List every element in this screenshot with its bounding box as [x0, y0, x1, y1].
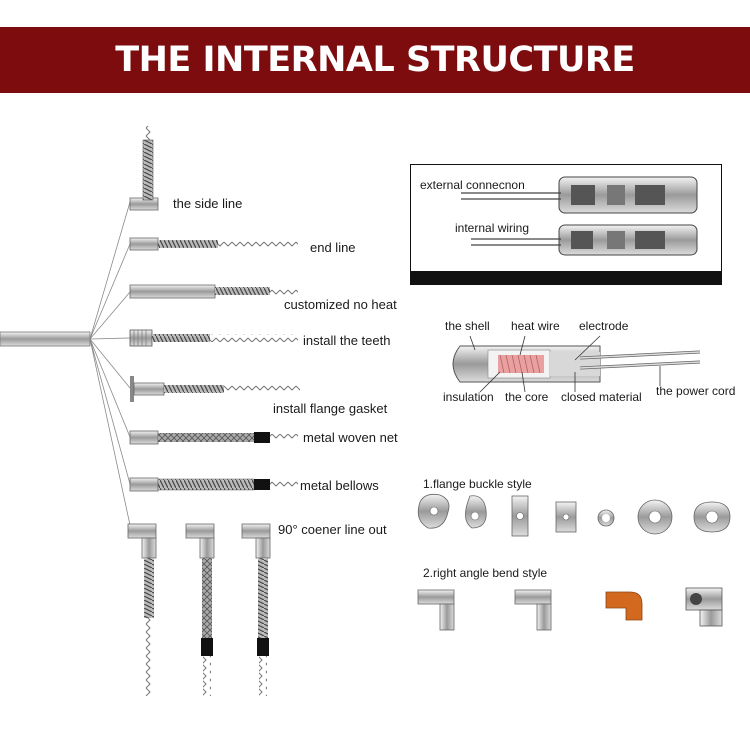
wiring-box: external connecnon internal wiring [410, 164, 722, 285]
label-customized-no-heat: customized no heat [284, 297, 397, 312]
cutaway-heater [452, 335, 701, 393]
flange-gasket-row [417, 493, 731, 537]
heater-90-elbow-1 [127, 523, 157, 696]
label-90-elbow: 90° coener line out [278, 522, 387, 537]
heater-end-line [129, 237, 298, 251]
label-internal-wiring: internal wiring [455, 221, 530, 235]
label-insulation: insulation [443, 390, 494, 404]
label-heat-wire: heat wire [511, 319, 560, 333]
heater-90-elbow-2 [185, 523, 215, 696]
label-right-angle-style: 2.right angle bend style [423, 566, 548, 580]
label-flange-buckle-style: 1.flange buckle style [423, 477, 532, 491]
label-core: the core [505, 390, 549, 404]
source-rod [0, 201, 131, 526]
heater-install-teeth [129, 329, 298, 347]
label-electrode: electrode [579, 319, 629, 333]
wiring-art [461, 176, 698, 256]
label-end-line: end line [310, 240, 356, 255]
label-closed-material: closed material [561, 390, 642, 404]
title-banner: THE INTERNAL STRUCTURE [0, 27, 750, 93]
page-title: THE INTERNAL STRUCTURE [115, 40, 635, 80]
heater-flange-gasket [130, 376, 300, 402]
heater-side-line [129, 126, 159, 211]
wiring-box-footer-bar [411, 271, 721, 284]
label-metal-woven-net: metal woven net [303, 430, 398, 445]
label-external-connection: external connecnon [420, 178, 525, 192]
label-shell: the shell [445, 319, 490, 333]
label-flange-gasket: install flange gasket [273, 401, 388, 416]
heater-customized-no-heat [129, 284, 298, 299]
right-angle-bend-row [417, 587, 723, 631]
label-side-line: the side line [173, 196, 243, 211]
label-metal-bellows: metal bellows [300, 478, 379, 493]
label-install-teeth: install the teeth [303, 333, 391, 348]
heater-metal-bellows [129, 477, 298, 492]
label-power-cord: the power cord [656, 384, 736, 398]
heater-metal-woven-net [129, 430, 298, 445]
heater-90-elbow-3 [241, 523, 271, 696]
